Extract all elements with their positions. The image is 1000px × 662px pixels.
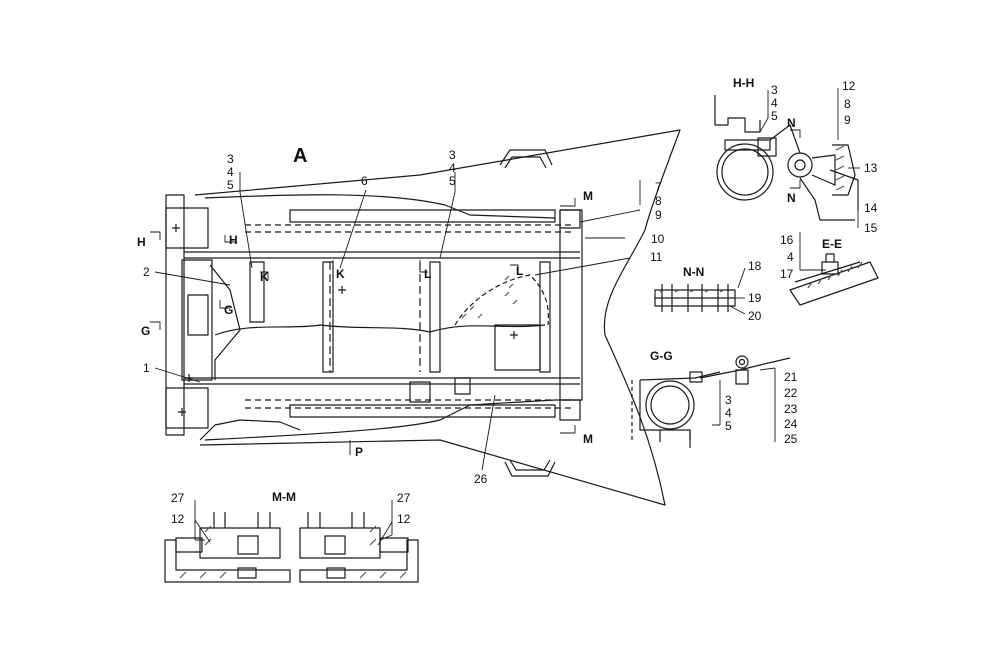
callout-hh-8: 8 [844,97,851,111]
cut-mark-h-right: H [229,233,238,247]
callout-main-9: 9 [655,208,662,222]
cut-mark-k-right: K [336,267,345,281]
callout-gg-21: 21 [784,370,798,384]
callout-main-1: 1 [143,361,150,375]
section-title-mm: M-M [272,490,296,504]
callout-hh-4: 4 [771,96,778,110]
section-gg [631,355,791,448]
cut-mark-n-top: N [787,116,796,130]
callout-ee-4: 4 [787,250,794,264]
cut-mark-k-left: K [260,270,269,284]
cut-mark-g-right: G [224,303,234,317]
callout-mm-12b: 12 [397,512,411,526]
callout-gg-23: 23 [784,402,798,416]
main-leaders [150,172,641,471]
cut-mark-n-bottom: N [787,191,796,205]
callout-main-5b: 5 [449,174,456,188]
callout-main-10: 10 [651,232,665,246]
callout-nn-20: 20 [748,309,762,323]
callout-main-4a: 4 [227,165,234,179]
callout-mm-27a: 27 [171,491,185,505]
section-title-nn: N-N [683,265,705,279]
callout-gg-25: 25 [784,432,798,446]
callout-hh-5: 5 [771,109,778,123]
callout-hh-14: 14 [864,201,878,215]
callout-main-5a: 5 [227,178,234,192]
cut-mark-g-left: G [141,324,151,338]
main-view-a [165,129,681,506]
callout-ee-16: 16 [780,233,794,247]
callout-main-7: 7 [655,180,662,194]
callout-hh-9: 9 [844,113,851,127]
section-title-ee: E-E [822,237,843,251]
cut-mark-l-left: L [424,267,432,281]
callout-main-26: 26 [474,472,488,486]
callout-gg-4: 4 [725,406,732,420]
callout-nn-18: 18 [748,259,762,273]
callout-main-6: 6 [361,174,368,188]
cut-mark-h-left: H [137,235,146,249]
section-nn [654,267,746,315]
callout-hh-13: 13 [864,161,878,175]
callout-nn-19: 19 [748,291,762,305]
cut-mark-m-top: M [583,189,593,203]
cut-mark-p: P [355,445,364,459]
section-hh [714,88,860,228]
callout-hh-3: 3 [771,83,778,97]
callout-main-3b: 3 [449,148,456,162]
callout-gg-5: 5 [725,419,732,433]
callout-main-11: 11 [650,250,663,264]
cut-mark-m-bottom: M [583,432,593,446]
callout-mm-27b: 27 [397,491,411,505]
callout-main-2: 2 [143,265,150,279]
cut-mark-l-right: L [516,264,524,278]
section-ee [789,232,879,306]
section-mm [164,500,419,583]
callout-hh-12: 12 [842,79,856,93]
section-title-hh: H-H [733,76,755,90]
callout-main-3a: 3 [227,152,234,166]
section-title-gg: G-G [650,349,673,363]
callout-hh-15: 15 [864,221,878,235]
callout-main-8: 8 [655,194,662,208]
callout-gg-24: 24 [784,417,798,431]
callout-gg-3: 3 [725,393,732,407]
view-a-label: A [293,145,308,167]
callout-mm-12a: 12 [171,512,185,526]
callout-main-4b: 4 [449,161,456,175]
callout-gg-22: 22 [784,386,798,400]
callout-ee-17: 17 [780,267,794,281]
